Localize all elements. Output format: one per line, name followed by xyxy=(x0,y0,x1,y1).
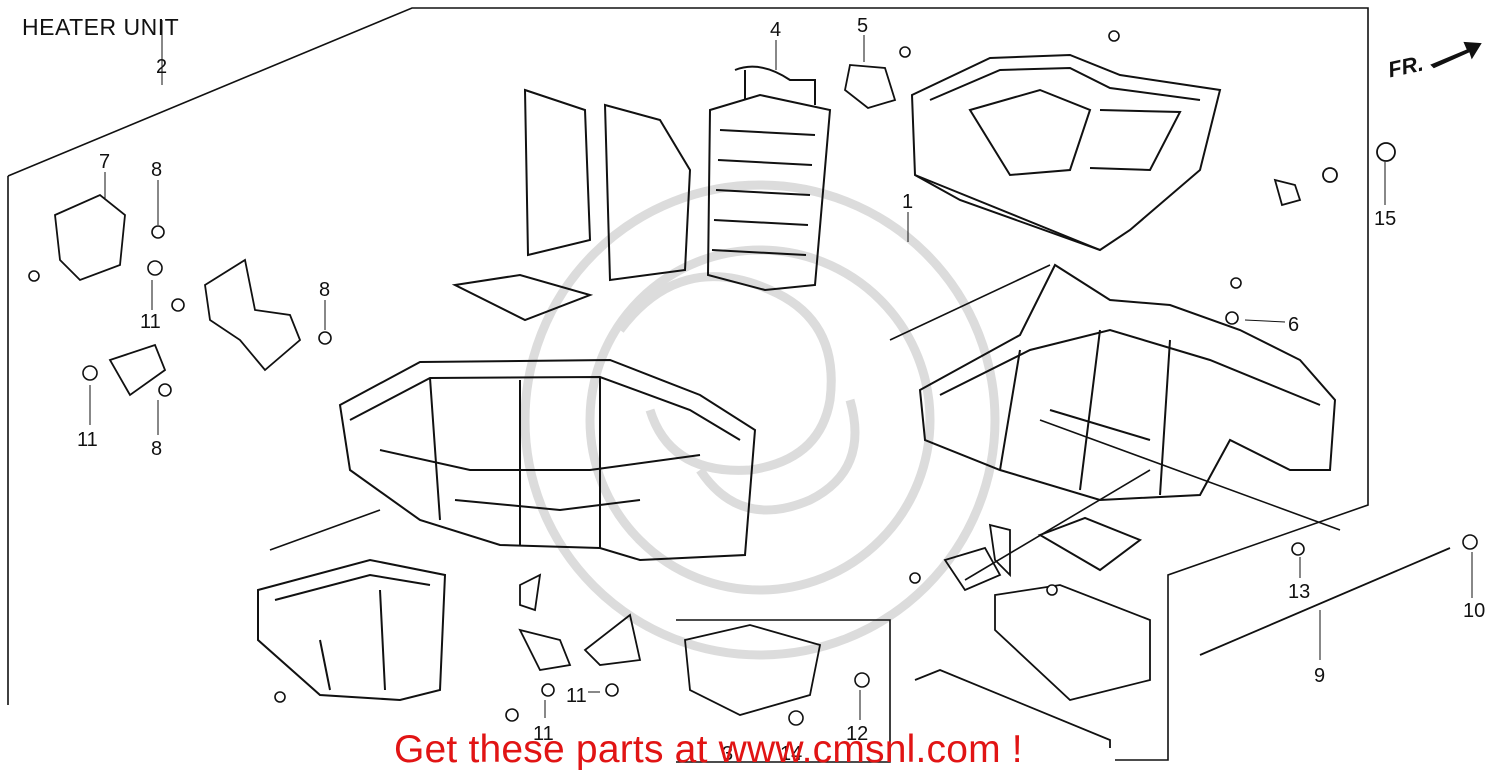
callout-2: 2 xyxy=(156,56,167,78)
callout-9: 9 xyxy=(1314,665,1325,687)
case-bottom-tray xyxy=(257,558,447,702)
callout-8c: 8 xyxy=(151,438,162,460)
heater-case-right xyxy=(918,263,1337,502)
callout-8b: 8 xyxy=(319,279,330,301)
front-arrow-icon xyxy=(1430,41,1482,69)
callout-11b: 11 xyxy=(77,429,98,451)
callout-7: 7 xyxy=(99,151,110,173)
callout-numbers: 1 2 3 4 5 6 7 8 8 8 8 9 10 11 11 11 11 1… xyxy=(77,15,1485,765)
callout-10: 10 xyxy=(1463,600,1485,622)
callout-3: 3 xyxy=(722,743,733,765)
callout-13: 13 xyxy=(1288,581,1310,603)
callout-14: 14 xyxy=(780,743,802,765)
heater-case-lower xyxy=(338,358,757,562)
diagram-title: HEATER UNIT xyxy=(22,14,180,40)
fasteners xyxy=(28,30,1478,726)
filter-panels xyxy=(451,88,1143,572)
callout-15: 15 xyxy=(1374,208,1396,230)
leader-lines xyxy=(89,35,1473,720)
callout-11d: 11 xyxy=(533,723,554,745)
callout-11c: 11 xyxy=(566,685,587,707)
watermark-logo xyxy=(520,180,1000,660)
callout-8a: 8 xyxy=(151,159,162,181)
callout-11a: 11 xyxy=(140,311,161,333)
callout-6: 6 xyxy=(1288,314,1299,336)
heater-core xyxy=(706,65,832,292)
promo-banner-link[interactable]: Get these parts at www.cmsnl.com ! xyxy=(394,728,1023,771)
heater-case-upper xyxy=(910,53,1222,252)
assembly-boundary xyxy=(7,7,1369,763)
callout-4: 4 xyxy=(770,19,781,41)
linkage-parts xyxy=(54,64,1451,748)
callout-1: 1 xyxy=(902,191,913,213)
callout-5: 5 xyxy=(857,15,868,37)
callout-12: 12 xyxy=(846,723,868,745)
